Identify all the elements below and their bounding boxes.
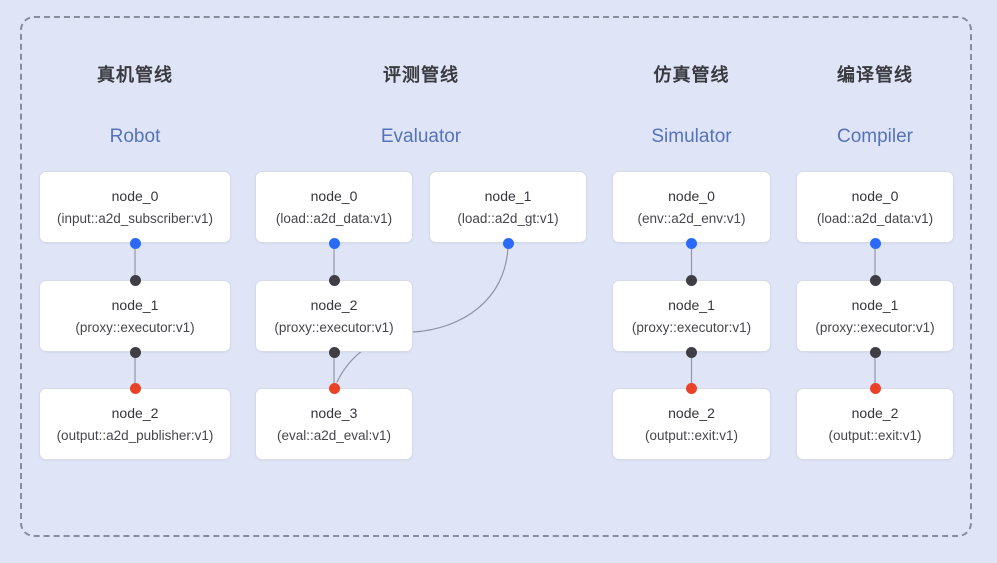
node-type: (output::exit:v1) (644, 427, 739, 443)
node-box-evaluator-node2[interactable]: node_2 (proxy::executor:v1) (255, 280, 413, 352)
node-type: (env::a2d_env:v1) (637, 210, 746, 226)
node-title: node_2 (851, 404, 899, 421)
node-box-robot-node1[interactable]: node_1 (proxy::executor:v1) (39, 280, 231, 352)
node-type: (proxy::executor:v1) (815, 319, 935, 335)
pipeline-group-frame (20, 16, 972, 537)
pipeline-title-compiler-zh: 编译管线 (837, 65, 913, 85)
node-title: node_0 (310, 187, 358, 204)
node-box-evaluator-node1[interactable]: node_1 (load::a2d_gt:v1) (429, 171, 587, 243)
node-box-simulator-node0[interactable]: node_0 (env::a2d_env:v1) (612, 171, 771, 243)
node-box-robot-node0[interactable]: node_0 (input::a2d_subscriber:v1) (39, 171, 231, 243)
node-type: (proxy::executor:v1) (75, 319, 195, 335)
node-title: node_0 (668, 187, 715, 204)
input-port-dot[interactable] (129, 382, 141, 394)
pipeline-title-evaluator-en: Evaluator (380, 126, 462, 147)
node-type: (proxy::executor:v1) (631, 319, 752, 335)
node-title: node_2 (668, 404, 715, 421)
node-title: node_0 (111, 187, 159, 204)
node-type: (load::a2d_data:v1) (816, 210, 934, 226)
node-title: node_1 (851, 296, 899, 313)
node-box-compiler-node1[interactable]: node_1 (proxy::executor:v1) (796, 280, 954, 352)
node-title: node_3 (310, 404, 358, 421)
node-box-simulator-node1[interactable]: node_1 (proxy::executor:v1) (612, 280, 771, 352)
pipeline-title-simulator-zh: 仿真管线 (653, 65, 730, 85)
node-title: node_2 (111, 404, 159, 421)
pipeline-title-compiler-en: Compiler (836, 126, 914, 147)
output-port-dot[interactable] (869, 237, 881, 249)
pipeline-title-evaluator-zh: 评测管线 (383, 65, 459, 85)
node-type: (load::a2d_gt:v1) (457, 210, 559, 226)
input-port-dot[interactable] (328, 274, 340, 286)
node-box-simulator-node2[interactable]: node_2 (output::exit:v1) (612, 388, 771, 460)
output-port-dot[interactable] (502, 237, 514, 249)
node-box-robot-node2[interactable]: node_2 (output::a2d_publisher:v1) (39, 388, 231, 460)
node-box-compiler-node0[interactable]: node_0 (load::a2d_data:v1) (796, 171, 954, 243)
input-port-dot[interactable] (686, 382, 697, 394)
node-title: node_1 (484, 187, 532, 204)
node-type: (eval::a2d_eval:v1) (276, 427, 392, 443)
input-port-dot[interactable] (129, 274, 141, 286)
output-port-dot[interactable] (328, 237, 340, 249)
output-port-dot[interactable] (129, 346, 141, 358)
pipeline-title-simulator-en: Simulator (651, 126, 732, 147)
node-box-evaluator-node3[interactable]: node_3 (eval::a2d_eval:v1) (255, 388, 413, 460)
output-port-dot[interactable] (328, 346, 340, 358)
node-type: (output::a2d_publisher:v1) (56, 427, 214, 443)
input-port-dot[interactable] (328, 382, 340, 394)
output-port-dot[interactable] (869, 346, 881, 358)
output-port-dot[interactable] (686, 346, 697, 358)
input-port-dot[interactable] (869, 382, 881, 394)
node-box-evaluator-node0[interactable]: node_0 (load::a2d_data:v1) (255, 171, 413, 243)
node-title: node_0 (851, 187, 899, 204)
node-type: (proxy::executor:v1) (274, 319, 394, 335)
node-title: node_1 (668, 296, 715, 313)
node-title: node_2 (310, 296, 358, 313)
input-port-dot[interactable] (869, 274, 881, 286)
node-type: (load::a2d_data:v1) (275, 210, 393, 226)
node-type: (input::a2d_subscriber:v1) (56, 210, 214, 226)
output-port-dot[interactable] (129, 237, 141, 249)
pipeline-title-robot-en: Robot (109, 126, 161, 147)
input-port-dot[interactable] (686, 274, 697, 286)
node-box-compiler-node2[interactable]: node_2 (output::exit:v1) (796, 388, 954, 460)
pipeline-title-robot-zh: 真机管线 (97, 65, 173, 85)
node-title: node_1 (111, 296, 159, 313)
node-type: (output::exit:v1) (828, 427, 922, 443)
output-port-dot[interactable] (686, 237, 697, 249)
